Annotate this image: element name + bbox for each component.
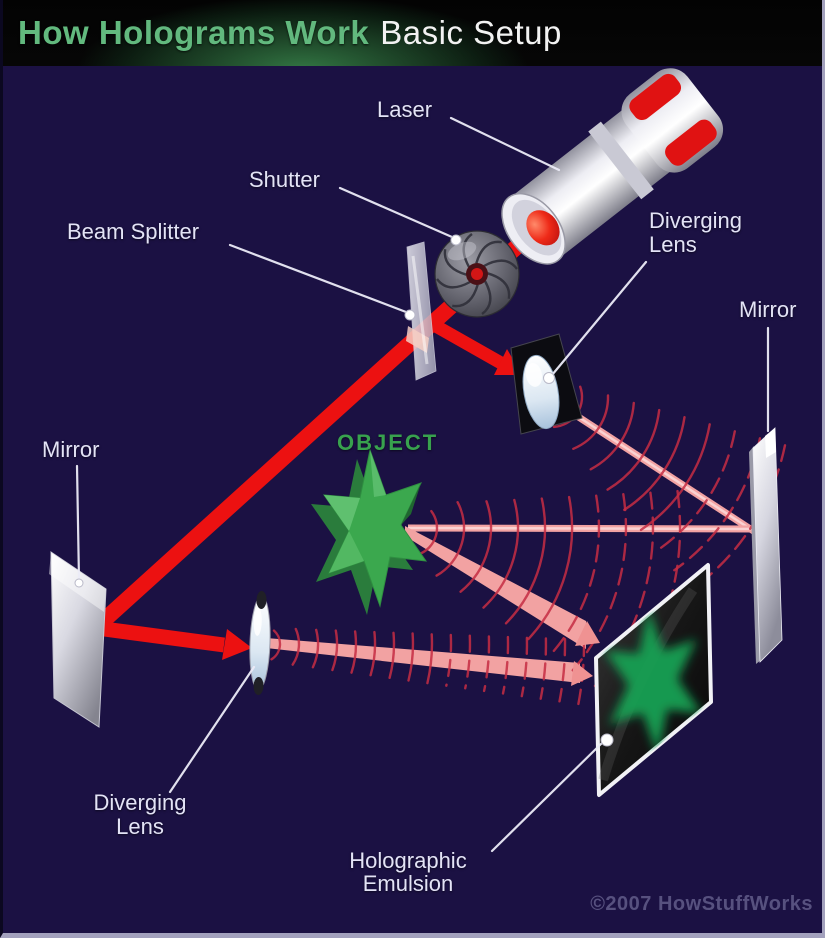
diagram-canvas: [49, 68, 787, 853]
label-holographic-emulsion: Holographic Emulsion: [349, 848, 467, 896]
laser-device: [501, 68, 724, 265]
label-laser: Laser: [377, 97, 433, 122]
object-star: [311, 448, 428, 615]
beam-splitter-device: [406, 241, 437, 381]
shutter-device: [434, 230, 520, 318]
mirror-left-device: [49, 551, 107, 728]
holographic-emulsion-device: [571, 563, 713, 797]
copyright-notice: ©2007 HowStuffWorks: [590, 893, 813, 915]
arrowhead: [575, 621, 600, 646]
object-beam: [405, 526, 586, 649]
leader-dots: [74, 234, 614, 747]
leader-lines: [75, 116, 770, 853]
diverging-lens-top-device: [510, 333, 583, 435]
arrowhead: [571, 661, 593, 686]
label-diverging-lens-top: Diverging Lens: [649, 208, 742, 257]
diverging-lens-bottom-device: [249, 591, 271, 695]
label-object: OBJECT: [337, 430, 439, 455]
label-mirror-left: Mirror: [42, 437, 100, 462]
label-shutter: Shutter: [249, 167, 320, 192]
label-mirror-right: Mirror: [739, 297, 797, 322]
title-bar: How Holograms Work Basic Setup: [3, 0, 822, 66]
mirror-right-device: [749, 427, 783, 664]
arrowhead: [222, 629, 252, 660]
label-beam-splitter: Beam Splitter: [67, 219, 200, 244]
page-title-highlight: How Holograms Work: [18, 14, 370, 51]
label-diverging-lens-bottom: Diverging Lens: [93, 790, 187, 839]
wavefronts-bottom-lens: [270, 627, 586, 706]
reference-beam: [266, 638, 580, 683]
page-title-subtitle: Basic Setup: [380, 14, 562, 51]
